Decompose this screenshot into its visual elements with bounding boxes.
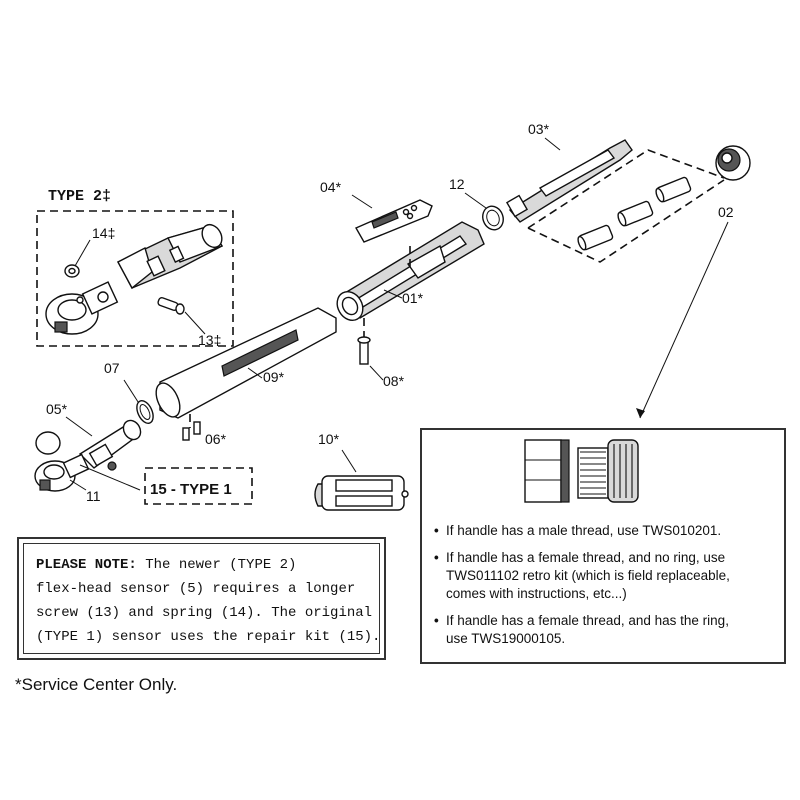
note-line-1: PLEASE NOTE: The newer (TYPE 2) <box>36 553 369 577</box>
service-center-footnote: *Service Center Only. <box>15 675 178 694</box>
bullet-icon: • <box>434 523 439 538</box>
label-02: 02 <box>718 204 734 220</box>
part-03: 03* <box>505 121 633 223</box>
thread-info-box: • If handle has a male thread, use TWS01… <box>420 428 786 664</box>
label-06: 06* <box>205 431 227 447</box>
info-item-female-ring: • If handle has a female thread, and has… <box>434 613 729 646</box>
plate-top-text: TECH2FR100 <box>344 484 385 491</box>
part-07: 07 <box>104 360 154 424</box>
label-14: 14‡ <box>92 225 115 241</box>
part-09-shaft: 09* <box>155 307 337 419</box>
please-note-text: PLEASE NOTE: The newer (TYPE 2) flex-hea… <box>23 543 380 654</box>
type2-spring-14 <box>64 264 80 278</box>
batteries <box>577 176 692 251</box>
part-10-plate: 10* TECH2FR100 MFG DATE SER# <box>314 431 409 511</box>
type2-group: TYPE 2‡ 14‡ <box>36 184 234 348</box>
type2-sensor-body <box>117 223 224 290</box>
label-15-type1: 15 - TYPE 1 <box>150 481 232 498</box>
label-10: 10* <box>318 431 340 447</box>
note-line-2: flex-head sensor (5) requires a longer <box>36 581 356 597</box>
type2-heading-bg <box>44 184 124 204</box>
type2-screw-13 <box>157 296 185 315</box>
note-line-3: screw (13) and spring (14). The original <box>36 605 373 621</box>
type2-ratchet-head <box>45 281 119 335</box>
label-04: 04* <box>320 179 342 195</box>
part-06-screws: 06* <box>182 414 227 447</box>
label-03: 03* <box>528 121 550 137</box>
thread-info-list: • If handle has a male thread, use TWS01… <box>434 522 776 657</box>
label-09: 09* <box>263 369 285 385</box>
label-08: 08* <box>383 373 405 389</box>
label-11: 11 <box>86 488 101 504</box>
part-01-handle: 01* <box>336 221 485 322</box>
part-05-sensor: 05* <box>46 401 142 471</box>
thread-illustration <box>524 439 639 503</box>
label-12: 12 <box>449 176 465 192</box>
label-01: 01* <box>402 290 424 306</box>
label-07: 07 <box>104 360 120 376</box>
type2-dashed-box <box>36 210 234 347</box>
type1-kit-15: 15 - TYPE 1 <box>144 467 253 505</box>
bullet-icon: • <box>434 550 439 565</box>
info-item-male: • If handle has a male thread, use TWS01… <box>434 523 722 538</box>
plate-bottom-text: MFG DATE SER# <box>340 500 389 506</box>
part-12-o-ring: 12 <box>449 176 504 231</box>
part-02-end-cap: 02 <box>636 145 751 419</box>
part-03-bounds <box>527 149 725 263</box>
label-13: 13‡ <box>198 332 221 348</box>
please-note-box: PLEASE NOTE: The newer (TYPE 2) flex-hea… <box>17 537 386 660</box>
part-11-ratchet: 11 <box>34 431 141 504</box>
info-item-female-no-ring: • If handle has a female thread, and no … <box>434 550 730 601</box>
part-04-display: 04* <box>320 179 433 243</box>
note-lead: PLEASE NOTE: <box>36 557 137 573</box>
bullet-icon: • <box>434 613 439 628</box>
type2-heading: TYPE 2‡ <box>48 188 111 205</box>
note-line-1-rest: The newer (TYPE 2) <box>136 557 297 573</box>
part-08-screw: 08* <box>357 318 405 389</box>
note-line-4: (TYPE 1) sensor uses the repair kit (15)… <box>36 629 381 645</box>
label-05: 05* <box>46 401 68 417</box>
